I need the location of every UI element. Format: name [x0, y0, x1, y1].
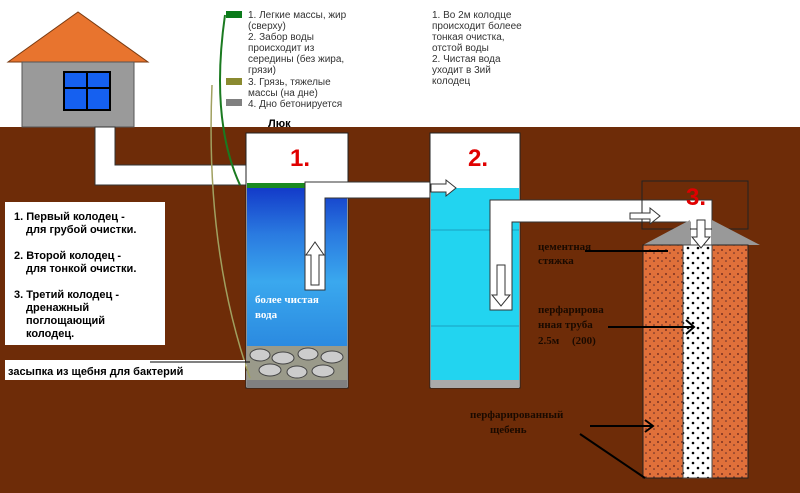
svg-text:2. Чистая вода: 2. Чистая вода [432, 54, 501, 65]
svg-text:(200): (200) [572, 335, 596, 347]
swatch-concrete [226, 99, 242, 106]
perforated-gravel-label: перфарированный щебень [470, 409, 564, 436]
svg-text:поглощающий: поглощающий [26, 315, 105, 327]
well-number-1: 1. [290, 145, 310, 172]
gravel-label-box [5, 360, 245, 380]
svg-text:для тонкой очистки.: для тонкой очистки. [26, 263, 136, 275]
svg-text:2.5м: 2.5м [538, 335, 560, 347]
svg-text:вода: вода [255, 309, 278, 321]
well-number-3: 3. [686, 184, 706, 211]
svg-text:колодец: колодец [432, 76, 471, 87]
legend-pointer-1 [219, 14, 241, 186]
svg-text:щебень: щебень [490, 424, 527, 436]
svg-text:происходит из: происходит из [248, 43, 315, 54]
info-box-text: 1. Первый колодец - для грубой очистки. … [14, 211, 136, 340]
house [6, 11, 150, 128]
legend-pointer-3 [210, 84, 251, 379]
swatch-heavy-masses [226, 78, 242, 85]
svg-text:дренажный: дренажный [26, 302, 89, 314]
svg-text:цементная: цементная [538, 241, 591, 253]
svg-text:нная труба: нная труба [538, 319, 593, 331]
hatch-label: Люк [268, 118, 291, 130]
info-box [5, 202, 165, 345]
svg-text:2. Забор воды: 2. Забор воды [248, 31, 314, 43]
svg-text:происходит болеее: происходит болеее [432, 20, 522, 32]
perforated-pipe-label: перфарирова нная труба 2.5м (200) [538, 304, 604, 347]
svg-text:более чистая: более чистая [255, 294, 319, 306]
legend-right: 1. Во 2м колодце происходит болеее тонка… [432, 10, 522, 87]
svg-text:4. Дно бетонируется: 4. Дно бетонируется [248, 98, 342, 110]
svg-text:отстой воды: отстой воды [432, 43, 489, 54]
svg-text:(сверху): (сверху) [248, 21, 286, 32]
svg-text:3. Грязь, тяжелые: 3. Грязь, тяжелые [248, 77, 331, 88]
svg-text:3. Третий колодец -: 3. Третий колодец - [14, 289, 119, 301]
svg-text:колодец.: колодец. [26, 328, 74, 340]
legend-left: 1. Легкие массы, жир (сверху) 2. Забор в… [248, 10, 347, 110]
svg-text:середины (без жира,: середины (без жира, [248, 53, 344, 65]
cement-label: цементная стяжка [538, 241, 591, 267]
svg-text:1. Первый колодец -: 1. Первый колодец - [14, 211, 125, 223]
well-3 [641, 180, 760, 479]
svg-text:1. Во 2м колодце: 1. Во 2м колодце [432, 10, 512, 21]
well-number-2: 2. [468, 145, 488, 172]
gravel-label: засыпка из щебня для бактерий [8, 366, 183, 378]
svg-text:тонкая очистка,: тонкая очистка, [432, 32, 505, 43]
svg-text:2. Второй колодец -: 2. Второй колодец - [14, 250, 121, 262]
svg-text:для грубой очистки.: для грубой очистки. [26, 224, 136, 236]
svg-text:уходит в 3ий: уходит в 3ий [432, 65, 491, 76]
flow-arrows [305, 178, 712, 307]
svg-text:грязи): грязи) [248, 65, 276, 76]
cleaner-water-label: более чистая вода [255, 294, 319, 321]
svg-text:перфарирова: перфарирова [538, 304, 604, 316]
svg-text:1. Легкие массы, жир: 1. Легкие массы, жир [248, 10, 347, 21]
svg-text:стяжка: стяжка [538, 255, 574, 267]
svg-text:перфарированный: перфарированный [470, 409, 564, 421]
swatch-light-masses [226, 11, 242, 18]
svg-text:массы (на дне): массы (на дне) [248, 88, 318, 99]
well-1 [245, 132, 349, 389]
perforated-pipe [682, 244, 713, 479]
